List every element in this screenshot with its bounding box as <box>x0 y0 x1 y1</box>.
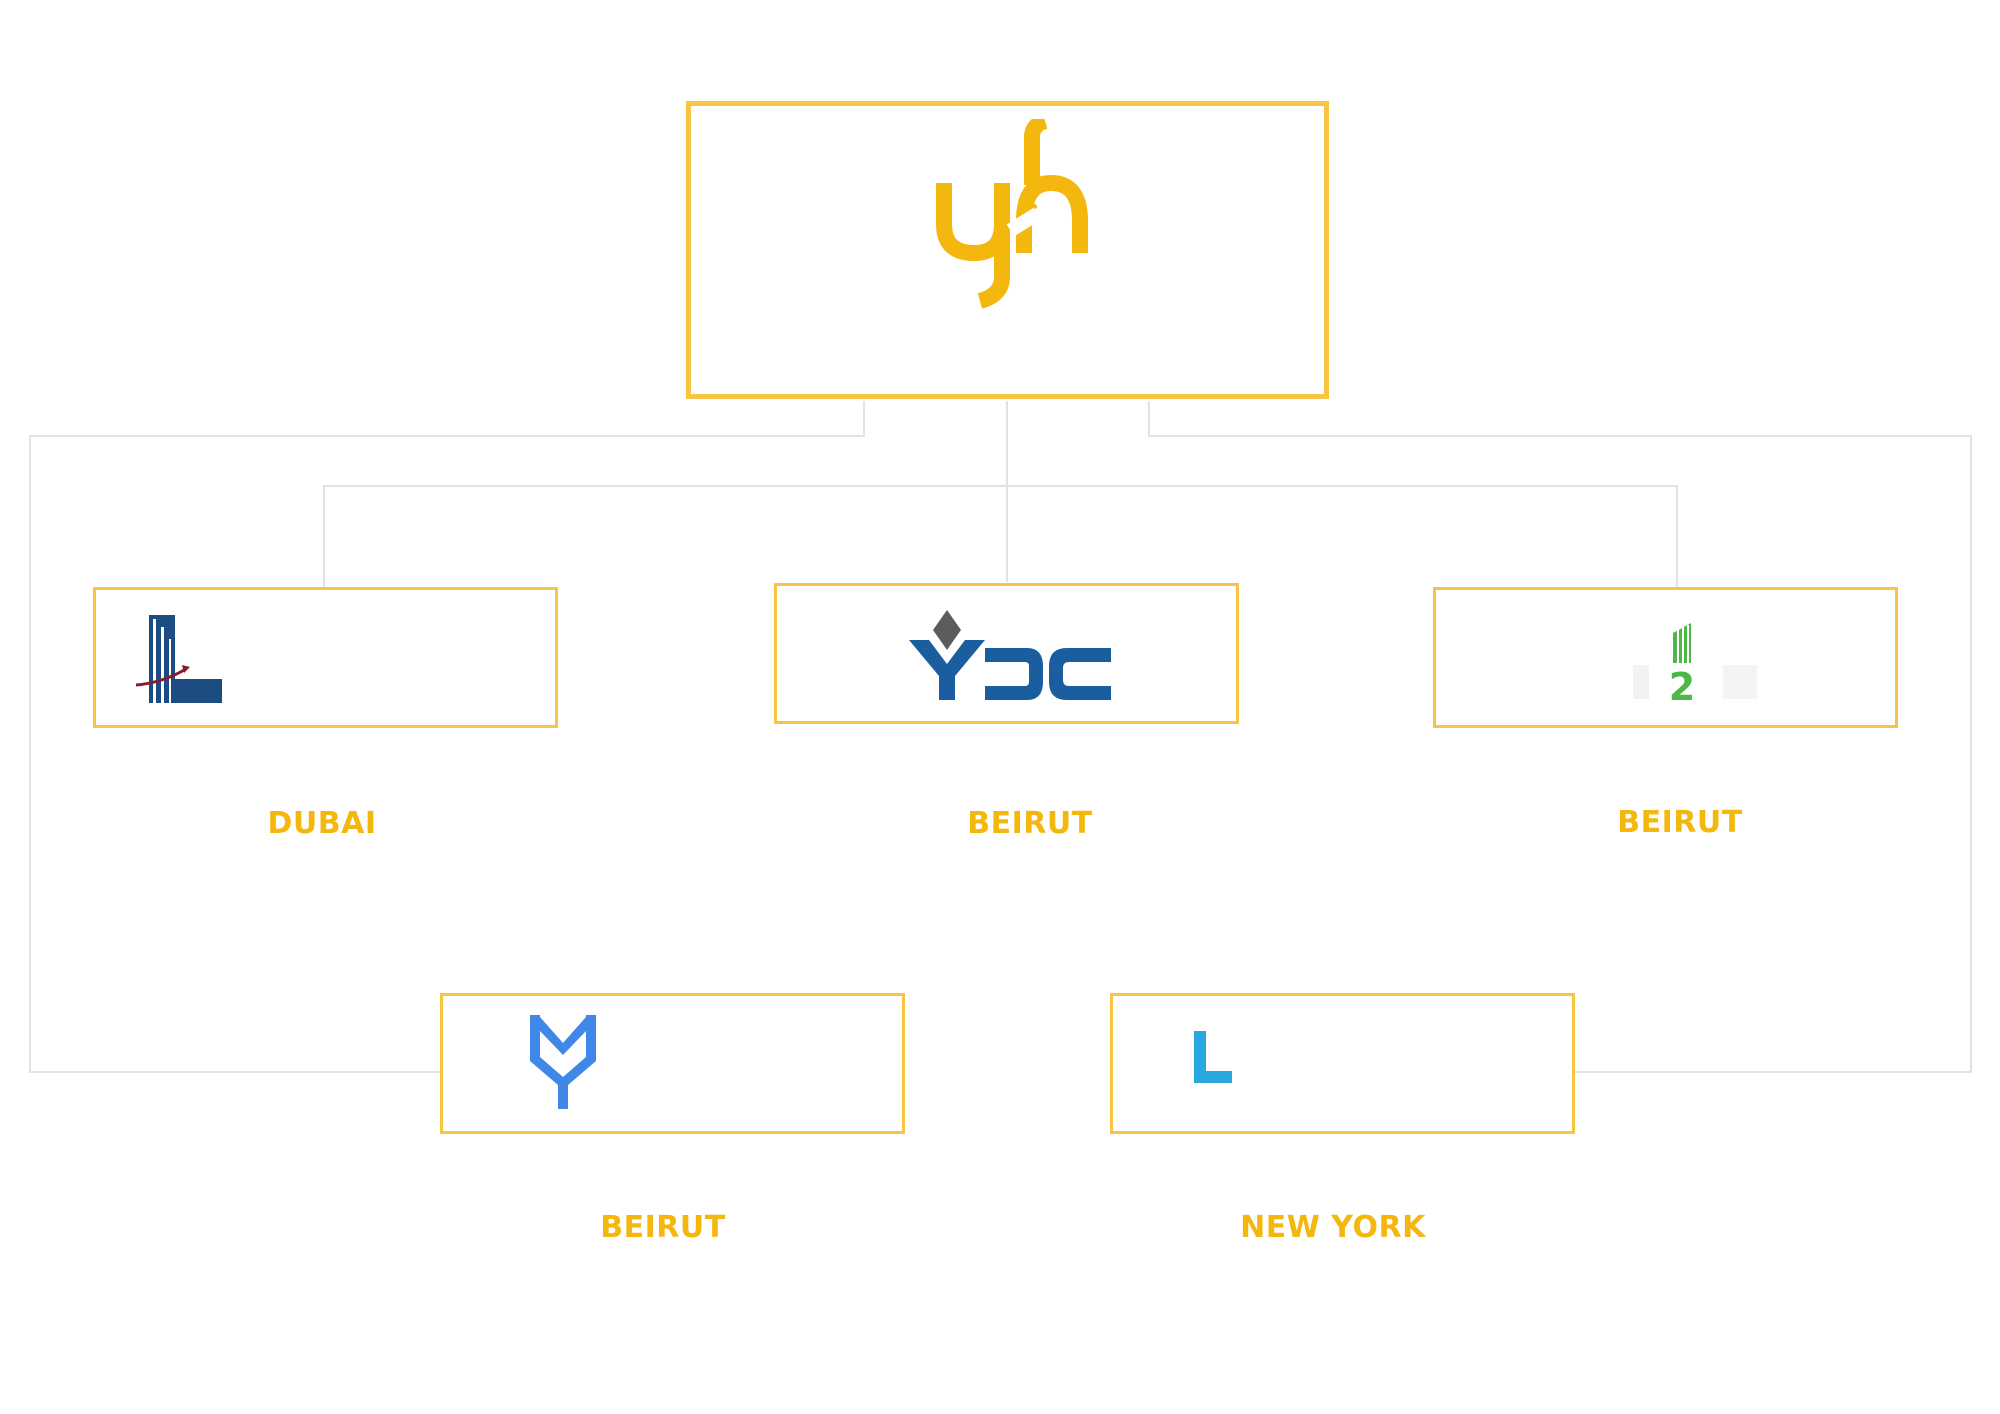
subsidiary-box-l-newyork <box>1110 993 1575 1134</box>
parent-company-box <box>686 101 1329 399</box>
subsidiary-box-l-dubai <box>93 587 558 728</box>
h2m-logo-icon: 2 <box>1633 623 1757 705</box>
subsidiary-box-ydc <box>774 583 1239 724</box>
connector-outer-left <box>29 401 865 1073</box>
svg-text:2: 2 <box>1669 665 1695 705</box>
subsidiary-box-h2m: 2 <box>1433 587 1898 728</box>
ydc-logo-icon <box>909 610 1111 700</box>
yh-monogram-icon <box>936 119 1088 309</box>
connector-inner-left <box>323 485 1007 587</box>
city-label-beirut-h2m: BEIRUT <box>1617 805 1743 840</box>
l-tower-logo-icon <box>135 615 222 703</box>
city-label-beirut-ydc: BEIRUT <box>967 806 1093 841</box>
l-letter-logo-icon <box>1194 1031 1232 1083</box>
city-label-beirut-y: BEIRUT <box>600 1210 726 1245</box>
city-label-new-york: NEW YORK <box>1240 1210 1426 1245</box>
y-monogram-logo-icon <box>530 1015 596 1109</box>
connector-outer-right <box>1148 401 1972 1073</box>
connector-inner-right <box>1007 485 1678 587</box>
city-label-dubai: DUBAI <box>267 806 377 841</box>
subsidiary-box-y <box>440 993 905 1134</box>
